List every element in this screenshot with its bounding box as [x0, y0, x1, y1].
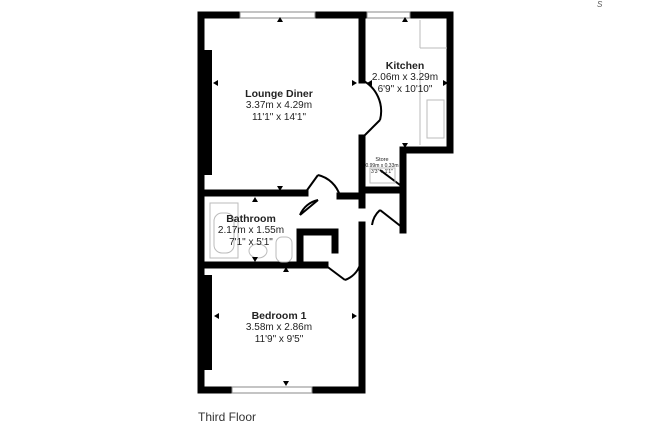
room-imperial: 3'3" x 1'1": [371, 169, 393, 175]
room-name: Kitchen: [385, 60, 425, 72]
room-imperial: 6'9" x 10'10": [377, 84, 433, 95]
room-label-bathroom: Bathroom 2.17m x 1.55m 7'1" x 5'1": [218, 213, 284, 249]
basin-icon: [248, 243, 268, 259]
room-metric: 3.58m x 2.86m: [245, 322, 313, 333]
room-label-bedroom-1: Bedroom 1 3.58m x 2.86m 11'9" x 9'5": [246, 310, 312, 346]
room-metric: 2.06m x 3.29m: [371, 72, 439, 83]
room-name: Bedroom 1: [251, 310, 307, 322]
room-metric: 0.99m x 0.33m: [365, 163, 399, 169]
room-label-kitchen: Kitchen 2.06m x 3.29m 6'9" x 10'10": [372, 60, 438, 96]
room-name: Store: [375, 157, 389, 163]
compass-icon: S: [597, 0, 603, 9]
room-imperial: 11'1" x 14'1": [251, 112, 307, 123]
room-name: Lounge Diner: [245, 88, 313, 100]
thick-wall-sections: [204, 50, 212, 370]
windows: [231, 11, 411, 394]
room-name: Bathroom: [226, 213, 276, 225]
room-label-store: Store 0.99m x 0.33m 3'3" x 1'1": [365, 157, 398, 175]
walls: [197, 11, 454, 394]
measurement-arrows: [213, 17, 448, 386]
bath-icon: [209, 202, 239, 259]
fixtures: [209, 20, 447, 263]
room-imperial: 11'9" x 9'5": [254, 334, 304, 345]
room-metric: 3.37m x 4.29m: [245, 100, 313, 111]
toilet-icon: [275, 236, 293, 263]
room-metric: 2.17m x 1.55m: [217, 225, 285, 236]
sink-icon: [426, 99, 445, 139]
floor-label: Third Floor: [198, 410, 257, 424]
doors: [299, 79, 404, 281]
room-imperial: 7'1" x 5'1": [229, 237, 273, 248]
room-label-lounge-diner: Lounge Diner 3.37m x 4.29m 11'1" x 14'1": [245, 88, 313, 124]
